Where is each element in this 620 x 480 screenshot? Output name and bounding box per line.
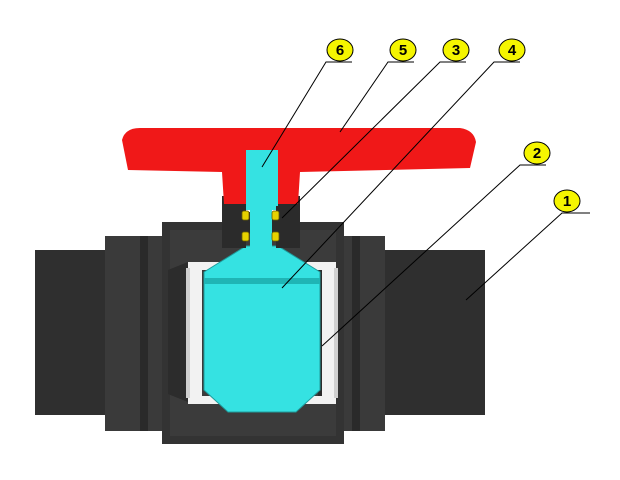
callout-label-4: 4 [508,42,517,59]
handle [122,128,476,204]
leader-line-2 [321,164,546,347]
leader-lines [261,61,590,347]
callout-2: 2 [523,141,551,165]
leader-line-4 [281,61,520,289]
callout-label-2: 2 [533,145,541,162]
right-end-connector [330,236,485,431]
callout-5: 5 [389,38,417,62]
leader-line-3 [281,61,466,219]
left-end-connector [35,236,175,431]
callout-label-5: 5 [399,42,407,59]
callout-label-6: 6 [336,42,344,59]
callout-4: 4 [498,38,526,62]
callout-6: 6 [326,38,354,62]
callout-1: 1 [553,189,581,213]
ball-bore-shade [204,278,320,284]
o-ring-seal [241,210,280,242]
ball [203,245,321,413]
leader-line-1 [465,212,590,301]
leader-line-5 [339,61,414,133]
stem-top [246,150,278,206]
callout-label-1: 1 [563,193,571,210]
callout-label-3: 3 [452,42,460,59]
callout-3: 3 [442,38,470,62]
body-bevel-left [168,262,188,402]
leader-line-6 [261,61,352,168]
